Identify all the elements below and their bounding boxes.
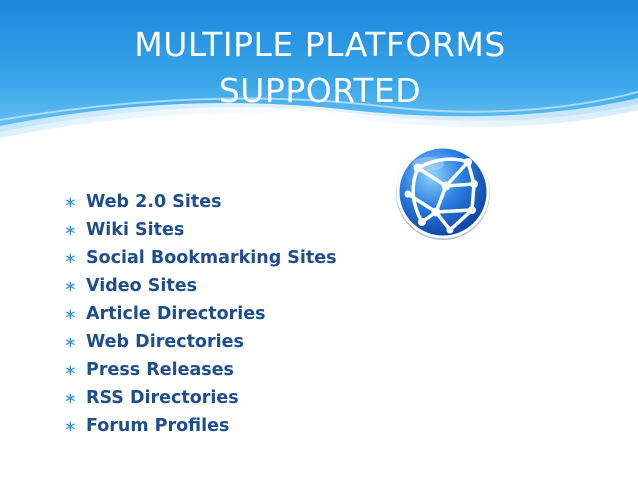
asterisk-bullet-icon: ∗ xyxy=(64,305,77,323)
asterisk-bullet-icon: ∗ xyxy=(64,417,77,435)
list-item-label: Wiki Sites xyxy=(86,220,185,240)
asterisk-bullet-icon: ∗ xyxy=(64,361,77,379)
list-item: ∗ RSS Directories xyxy=(64,384,337,412)
list-item-label: Web 2.0 Sites xyxy=(86,192,222,212)
slide-title: MULTIPLE PLATFORMS SUPPORTED xyxy=(0,22,638,114)
list-item-label: Video Sites xyxy=(86,276,197,296)
list-item: ∗ Web 2.0 Sites xyxy=(64,188,337,216)
asterisk-bullet-icon: ∗ xyxy=(64,389,77,407)
asterisk-bullet-icon: ∗ xyxy=(64,221,77,239)
list-item-label: Social Bookmarking Sites xyxy=(86,248,337,268)
title-line-1: MULTIPLE PLATFORMS xyxy=(134,25,506,64)
network-globe-icon xyxy=(388,138,498,248)
list-item: ∗ Article Directories xyxy=(64,300,337,328)
list-item: ∗ Wiki Sites xyxy=(64,216,337,244)
list-item: ∗ Video Sites xyxy=(64,272,337,300)
list-item: ∗ Social Bookmarking Sites xyxy=(64,244,337,272)
asterisk-bullet-icon: ∗ xyxy=(64,249,77,267)
list-item-label: RSS Directories xyxy=(86,388,239,408)
list-item: ∗ Forum Profiles xyxy=(64,412,337,440)
list-item-label: Web Directories xyxy=(86,332,244,352)
list-item-label: Article Directories xyxy=(86,304,266,324)
asterisk-bullet-icon: ∗ xyxy=(64,277,77,295)
asterisk-bullet-icon: ∗ xyxy=(64,193,77,211)
list-item-label: Forum Profiles xyxy=(86,416,230,436)
list-item: ∗ Web Directories xyxy=(64,328,337,356)
platform-list: ∗ Web 2.0 Sites ∗ Wiki Sites ∗ Social Bookm… xyxy=(64,188,337,440)
asterisk-bullet-icon: ∗ xyxy=(64,333,77,351)
list-item-label: Press Releases xyxy=(86,360,234,380)
title-line-2: SUPPORTED xyxy=(218,71,422,110)
header-banner: MULTIPLE PLATFORMS SUPPORTED xyxy=(0,0,638,150)
list-item: ∗ Press Releases xyxy=(64,356,337,384)
header-wave-background xyxy=(0,0,638,150)
